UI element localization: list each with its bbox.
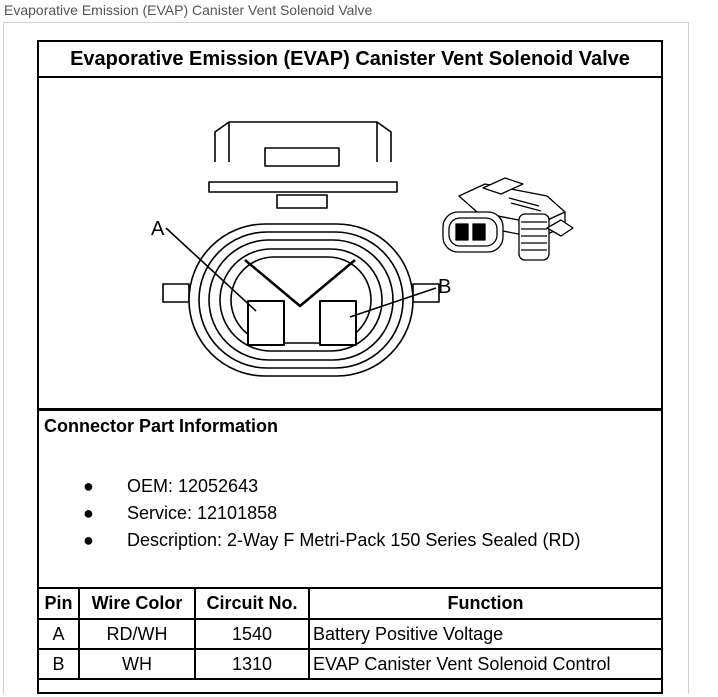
connector-document: Evaporative Emission (EVAP) Canister Ven… xyxy=(37,40,663,694)
pin-cell: B xyxy=(39,648,80,680)
list-item: ● Service: 12101858 xyxy=(83,500,580,527)
table-row: A RD/WH 1540 Battery Positive Voltage xyxy=(39,618,661,650)
circuit-cell: 1310 xyxy=(194,648,310,680)
service-part-number: Service: 12101858 xyxy=(127,503,278,523)
part-info-heading: Connector Part Information xyxy=(44,416,279,436)
column-header-circuit: Circuit No. xyxy=(194,589,310,620)
wire-color-cell: RD/WH xyxy=(78,618,196,650)
bullet-icon: ● xyxy=(83,476,94,496)
connector-part-information: Connector Part Information ● OEM: 1205264… xyxy=(39,411,661,589)
connector-isometric-drawing xyxy=(442,177,574,261)
pin-cell: A xyxy=(39,618,80,650)
circuit-cell: 1540 xyxy=(194,618,310,650)
list-item: ● OEM: 12052643 xyxy=(83,473,580,500)
table-row: B WH 1310 EVAP Canister Vent Solenoid Co… xyxy=(39,648,661,680)
connector-face-drawing: A B xyxy=(151,121,574,377)
pin-b-callout: B xyxy=(438,276,451,298)
wire-color-cell: WH xyxy=(78,648,196,680)
function-cell: Battery Positive Voltage xyxy=(308,618,661,650)
pin-a-callout: A xyxy=(151,218,165,240)
list-item: ● Description: 2-Way F Metri-Pack 150 Ser… xyxy=(83,527,580,554)
connector-diagram: A B xyxy=(39,78,661,411)
part-info-list: ● OEM: 12052643 ● Service: 12101858 ● Descr… xyxy=(83,473,580,554)
column-header-function: Function xyxy=(308,589,661,620)
connector-description: Description: 2-Way F Metri-Pack 150 Seri… xyxy=(127,530,581,550)
bullet-icon: ● xyxy=(83,530,94,550)
bullet-icon: ● xyxy=(83,503,94,523)
pin-table: Pin Wire Color Circuit No. Function A RD… xyxy=(39,589,661,680)
page-caption: Evaporative Emission (EVAP) Canister Ven… xyxy=(4,2,373,18)
column-header-pin: Pin xyxy=(39,589,80,620)
table-header-row: Pin Wire Color Circuit No. Function xyxy=(39,589,661,620)
oem-part-number: OEM: 12052643 xyxy=(127,476,259,496)
function-cell: EVAP Canister Vent Solenoid Control xyxy=(308,648,661,680)
column-header-wire-color: Wire Color xyxy=(78,589,196,620)
document-title: Evaporative Emission (EVAP) Canister Ven… xyxy=(39,42,661,78)
content-card xyxy=(3,22,689,694)
